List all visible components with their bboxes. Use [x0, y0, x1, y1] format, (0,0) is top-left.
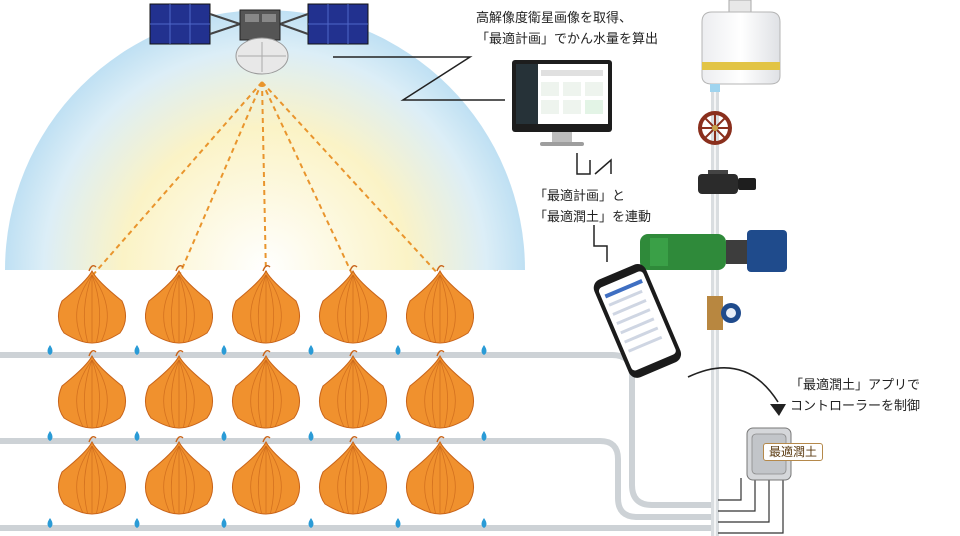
- link-caption: 「最適計画」と 「最適潤土」を連動: [534, 186, 651, 228]
- satellite-beam: [261, 81, 441, 277]
- control-arrowhead: [770, 404, 786, 416]
- satellite-beam: [178, 81, 263, 277]
- pointer-line-monitor: [576, 153, 591, 175]
- app-caption-line-1: 「最適潤土」アプリで: [790, 378, 921, 393]
- sky-dome: [5, 10, 525, 270]
- onion-field: [47, 264, 487, 528]
- droplet-icon: [134, 431, 140, 441]
- onion-icon: [145, 264, 213, 344]
- droplet-icon: [221, 518, 227, 528]
- water-tank-icon: [701, 0, 781, 92]
- satellite-beam: [91, 81, 263, 277]
- onion-icon: [58, 435, 126, 515]
- onion-icon: [58, 264, 126, 344]
- onion-icon: [319, 435, 387, 515]
- droplet-icon: [395, 431, 401, 441]
- controller-wires: [718, 478, 784, 534]
- droplet-icon: [47, 518, 53, 528]
- valve-wheel-icon: [698, 111, 732, 145]
- satellite-icon: [149, 3, 369, 75]
- droplet-icon: [481, 518, 487, 528]
- onion-icon: [406, 349, 474, 429]
- app-caption-line-2: コントローラーを制御: [790, 399, 921, 414]
- satellite-beams: [91, 81, 441, 277]
- onion-icon: [406, 264, 474, 344]
- satellite-caption-line-1: 高解像度衛星画像を取得、: [476, 11, 633, 26]
- filter-icon: [698, 170, 756, 194]
- droplet-icon: [47, 345, 53, 355]
- app-caption: 「最適潤土」アプリで コントローラーを制御: [790, 375, 920, 417]
- link-caption-line-1: 「最適計画」と: [534, 189, 626, 204]
- onion-icon: [232, 264, 300, 344]
- pump-icon: [640, 230, 787, 272]
- control-arrow: [687, 367, 779, 403]
- onion-icon: [145, 435, 213, 515]
- onion-icon: [232, 349, 300, 429]
- droplet-icon: [308, 518, 314, 528]
- droplet-icon: [395, 345, 401, 355]
- droplet-icon: [134, 345, 140, 355]
- satellite-caption-line-2: 「最適計画」でかん水量を算出: [476, 32, 659, 47]
- onion-icon: [319, 349, 387, 429]
- onion-icon: [319, 264, 387, 344]
- onion-icon: [58, 349, 126, 429]
- monitor-icon: [512, 60, 612, 146]
- link-caption-line-2: 「最適潤土」を連動: [534, 210, 652, 225]
- link-bracket: [594, 158, 612, 175]
- droplet-icon: [221, 345, 227, 355]
- onion-icon: [145, 349, 213, 429]
- droplet-icon: [481, 431, 487, 441]
- droplet-icon: [47, 431, 53, 441]
- pointer-line-phone: [593, 225, 608, 262]
- droplet-icon: [134, 518, 140, 528]
- droplet-icon: [308, 431, 314, 441]
- droplet-icon: [308, 345, 314, 355]
- droplet-icon: [221, 431, 227, 441]
- smartphone-icon: [593, 263, 682, 378]
- droplet-icon: [481, 345, 487, 355]
- controller-label: 最適潤土: [763, 443, 824, 461]
- pointer-line-satellite: [333, 56, 505, 101]
- onion-icon: [232, 435, 300, 515]
- water-meter-icon: [707, 296, 741, 330]
- onion-icon: [406, 435, 474, 515]
- droplet-icon: [395, 518, 401, 528]
- satellite-caption: 高解像度衛星画像を取得、 「最適計画」でかん水量を算出: [476, 8, 658, 50]
